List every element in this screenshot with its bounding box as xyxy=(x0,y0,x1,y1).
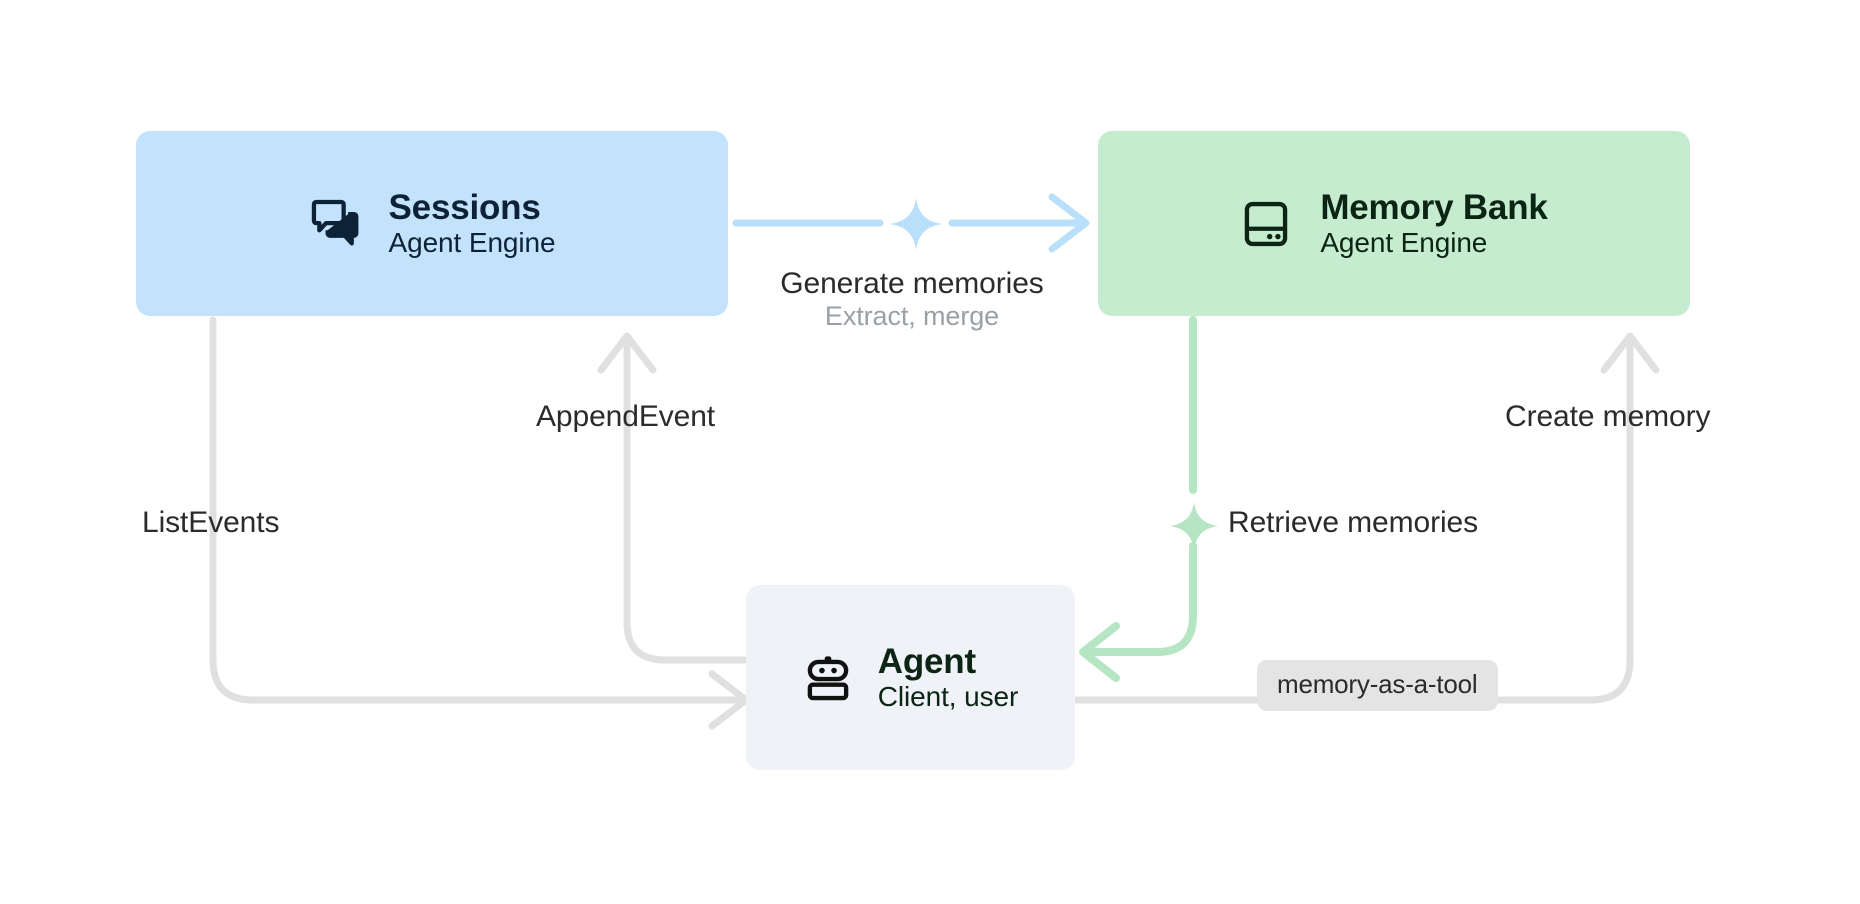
node-sessions[interactable]: Sessions Agent Engine xyxy=(136,131,728,316)
badge-memory-as-a-tool: memory-as-a-tool xyxy=(1257,660,1498,711)
sparkle-icon xyxy=(1168,500,1220,557)
edge-label-primary: Retrieve memories xyxy=(1228,506,1479,539)
storage-database-icon xyxy=(1240,198,1292,250)
edge-retrieve-memories xyxy=(1079,316,1197,682)
edge-label-secondary: Extract, merge xyxy=(824,301,1000,332)
edge-label-retrieve-memories: Retrieve memories xyxy=(1228,505,1478,540)
edge-label-primary: ListEvents xyxy=(142,506,280,539)
forum-chat-bubbles-icon xyxy=(309,197,363,251)
edge-label-primary: Generate memories xyxy=(780,267,1044,300)
node-title: Agent xyxy=(877,642,976,682)
edge-label-append-event: AppendEvent xyxy=(536,399,715,434)
edge-label-generate-memories: Generate memories Extract, merge xyxy=(770,266,1054,333)
sparkle-icon xyxy=(888,196,944,257)
edge-label-list-events: ListEvents xyxy=(142,505,280,540)
node-title: Sessions xyxy=(388,188,541,228)
node-subtitle: Client, user xyxy=(877,681,1019,713)
edge-append-event xyxy=(597,332,750,664)
edge-list-events xyxy=(209,316,750,730)
node-subtitle: Agent Engine xyxy=(1320,227,1488,259)
robot-icon xyxy=(803,653,853,703)
edge-label-primary: Create memory xyxy=(1505,400,1711,433)
node-title: Memory Bank xyxy=(1320,188,1548,228)
node-memory-bank[interactable]: Memory Bank Agent Engine xyxy=(1098,131,1690,316)
node-agent[interactable]: Agent Client, user xyxy=(746,585,1075,770)
edge-label-primary: AppendEvent xyxy=(536,400,716,433)
node-subtitle: Agent Engine xyxy=(388,227,556,259)
edge-label-create-memory: Create memory xyxy=(1505,399,1711,434)
